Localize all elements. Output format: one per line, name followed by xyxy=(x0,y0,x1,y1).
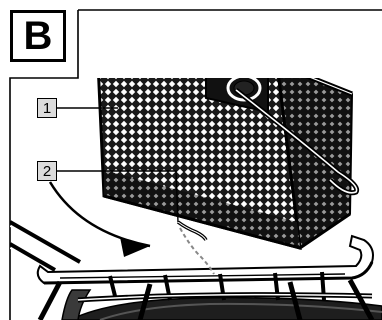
basket xyxy=(96,18,357,248)
hook-path-dashed xyxy=(180,228,214,274)
step-letter-label: B xyxy=(10,10,66,62)
callout-1: 1 xyxy=(37,98,57,118)
callout-2: 2 xyxy=(37,161,57,181)
